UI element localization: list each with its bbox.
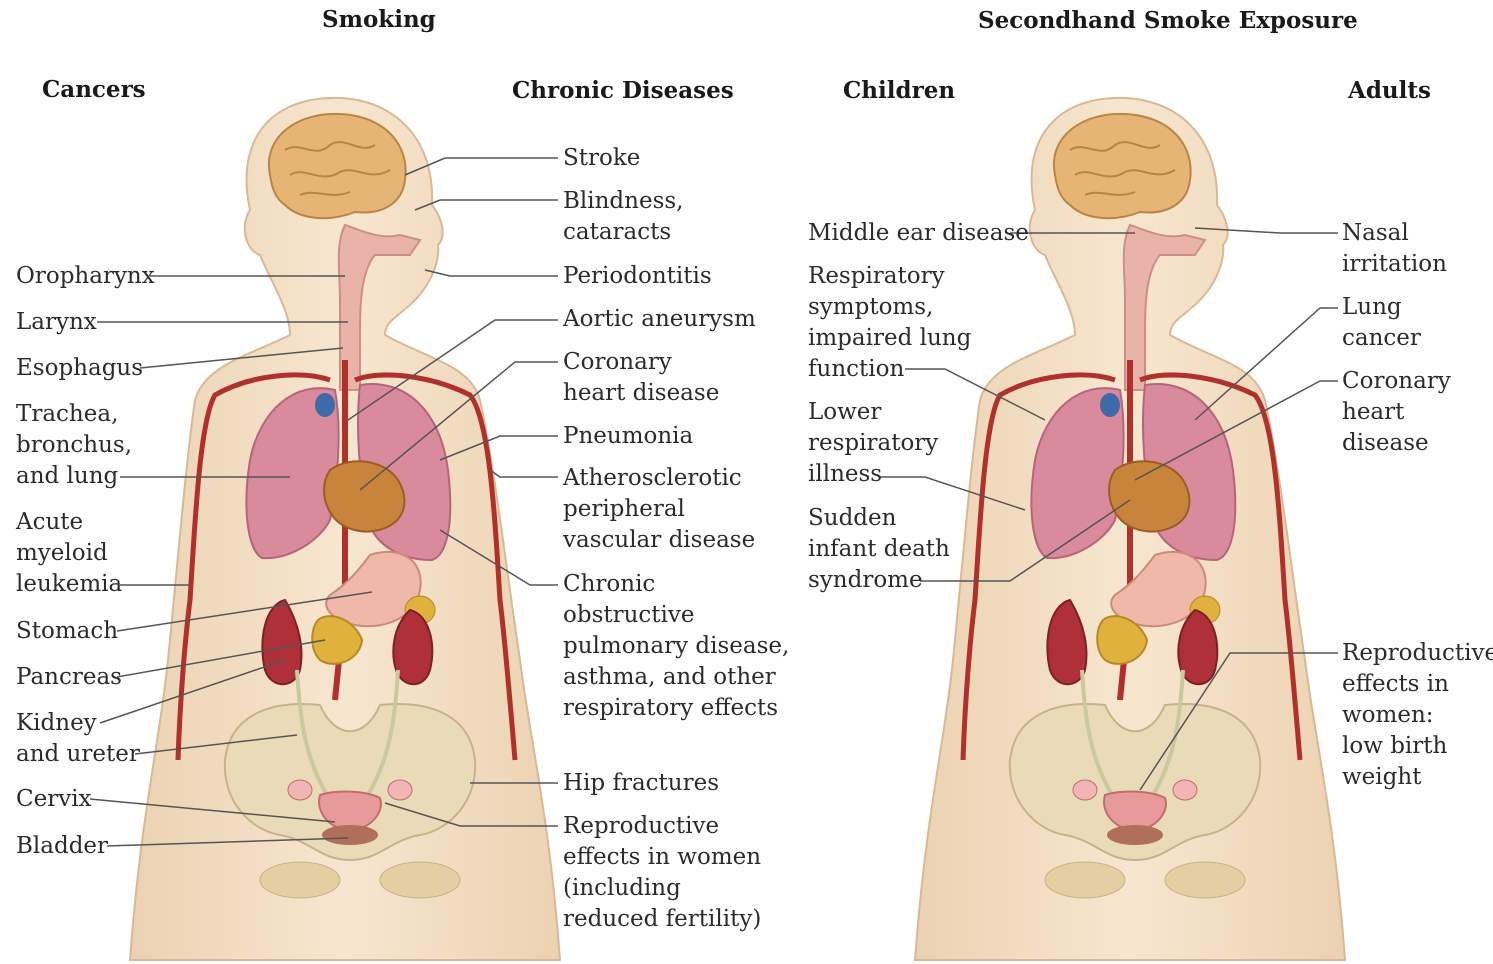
children-header: Children — [843, 77, 955, 104]
label-cervix: Cervix — [16, 784, 92, 815]
label-lower-respiratory: Lower respiratory illness — [808, 397, 938, 490]
label-hip-fractures: Hip fractures — [563, 768, 719, 799]
label-oropharynx: Oropharynx — [16, 261, 155, 292]
label-copd: Chronic obstructive pulmonary disease, a… — [563, 569, 789, 724]
label-middle-ear: Middle ear disease — [808, 218, 1029, 249]
label-reproductive-fertility: Reproductive effects in women (including… — [563, 811, 761, 935]
label-stroke: Stroke — [563, 143, 640, 174]
label-kidney-ureter: Kidney and ureter — [16, 708, 140, 770]
label-blindness: Blindness, cataracts — [563, 186, 684, 248]
label-nasal-irritation: Nasal irritation — [1342, 218, 1447, 280]
label-stomach: Stomach — [16, 616, 118, 647]
label-respiratory-symptoms: Respiratory symptoms, impaired lung func… — [808, 261, 971, 385]
label-esophagus: Esophagus — [16, 353, 143, 384]
chronic-diseases-header: Chronic Diseases — [512, 77, 734, 104]
adults-header: Adults — [1348, 77, 1431, 104]
label-lung-cancer: Lung cancer — [1342, 292, 1421, 354]
smoking-title: Smoking — [322, 6, 436, 33]
label-leukemia: Acute myeloid leukemia — [16, 507, 122, 600]
label-pancreas: Pancreas — [16, 662, 122, 693]
label-bladder: Bladder — [16, 831, 108, 862]
label-sids: Sudden infant death syndrome — [808, 503, 950, 596]
smoking-figure — [130, 98, 560, 960]
label-larynx: Larynx — [16, 307, 97, 338]
label-periodontitis: Periodontitis — [563, 261, 712, 292]
label-trachea-lung: Trachea, bronchus, and lung — [16, 399, 132, 492]
cancers-header: Cancers — [42, 76, 146, 103]
label-adult-coronary: Coronary heart disease — [1342, 366, 1451, 459]
secondhand-title: Secondhand Smoke Exposure — [978, 7, 1358, 34]
label-aortic-aneurysm: Aortic aneurysm — [563, 304, 756, 335]
label-pneumonia: Pneumonia — [563, 421, 693, 452]
label-atherosclerotic: Atherosclerotic peripheral vascular dise… — [563, 463, 755, 556]
label-low-birth-weight: Reproductive effects in women: low birth… — [1342, 638, 1493, 793]
label-coronary: Coronary heart disease — [563, 347, 719, 409]
